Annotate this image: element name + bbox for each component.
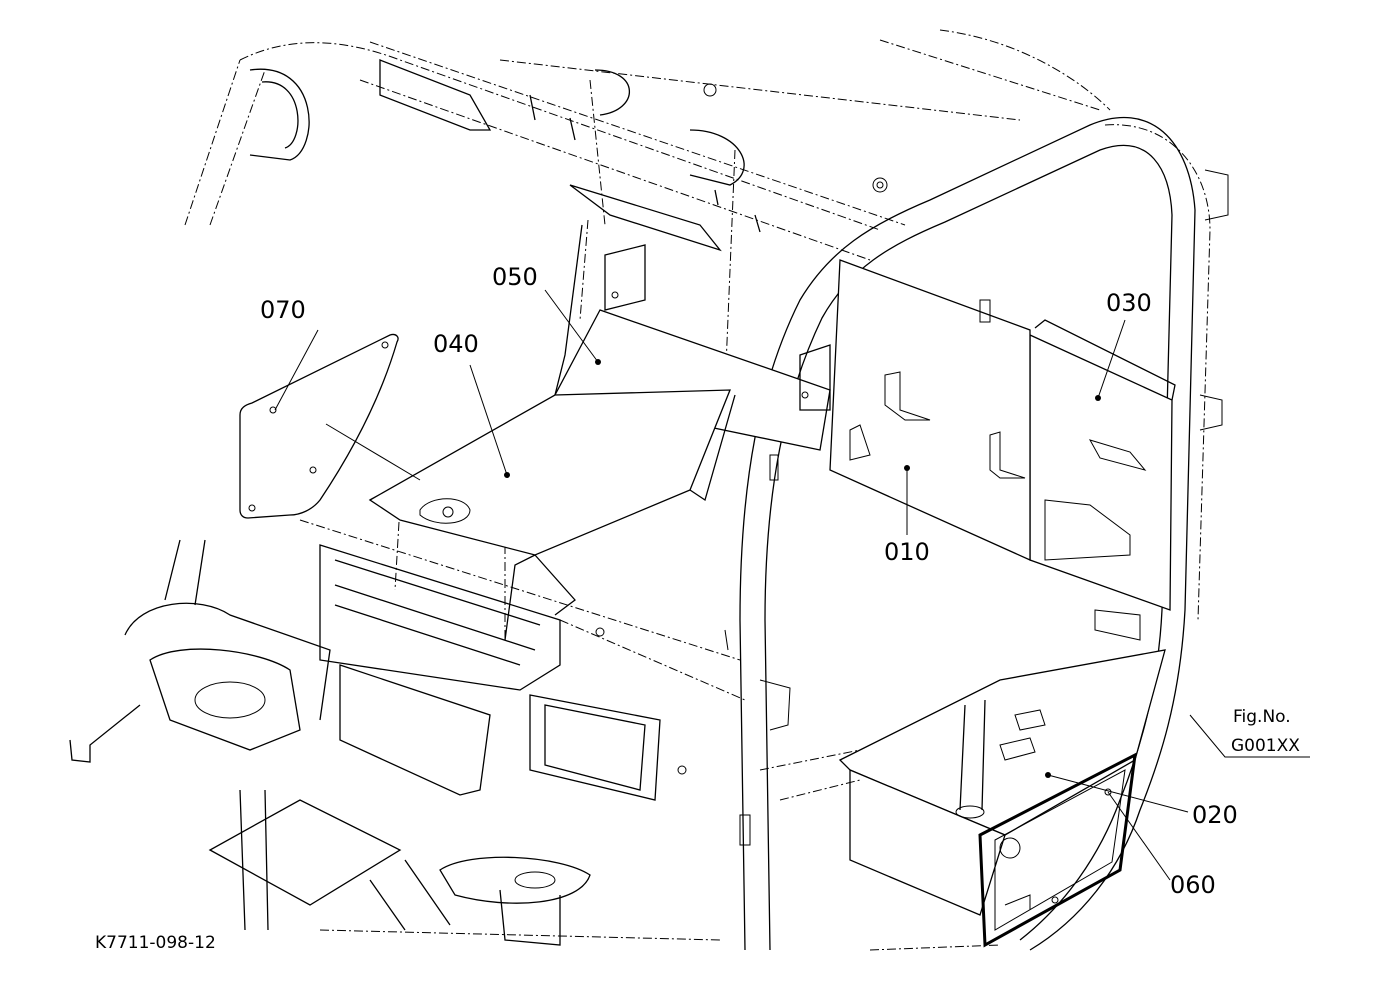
fig-no-value: G001XX	[1231, 736, 1300, 756]
callout-020: 020	[1192, 801, 1238, 829]
leader-020	[1047, 774, 1189, 813]
leader-070	[274, 329, 319, 411]
left-front-structure	[69, 539, 721, 946]
tank-020	[838, 649, 1166, 916]
leader-lines	[274, 289, 1310, 881]
leader-fig	[1189, 714, 1310, 758]
panel-040	[368, 389, 736, 641]
leader-030	[1097, 319, 1126, 399]
panel-030	[1029, 319, 1176, 611]
callout-010: 010	[884, 538, 930, 566]
callout-060: 060	[1170, 871, 1216, 899]
panel-070	[239, 333, 421, 519]
figure-info: Fig.No. G001XX K7711-098-12	[95, 707, 1300, 953]
callout-040: 040	[433, 330, 479, 358]
dashboard	[299, 519, 746, 801]
callout-030: 030	[1106, 289, 1152, 317]
callout-labels: 070 050 040 030 010 020 060	[260, 263, 1238, 899]
leader-050	[544, 289, 599, 363]
leader-060	[1107, 791, 1171, 881]
leader-040	[469, 364, 508, 476]
fig-no-label: Fig.No.	[1233, 707, 1291, 727]
callout-070: 070	[260, 296, 306, 324]
cab-frame	[184, 29, 1111, 640]
callout-050: 050	[492, 263, 538, 291]
drawing-number: K7711-098-12	[95, 933, 216, 953]
right-floor	[739, 454, 1141, 951]
panel-010	[829, 259, 1031, 562]
